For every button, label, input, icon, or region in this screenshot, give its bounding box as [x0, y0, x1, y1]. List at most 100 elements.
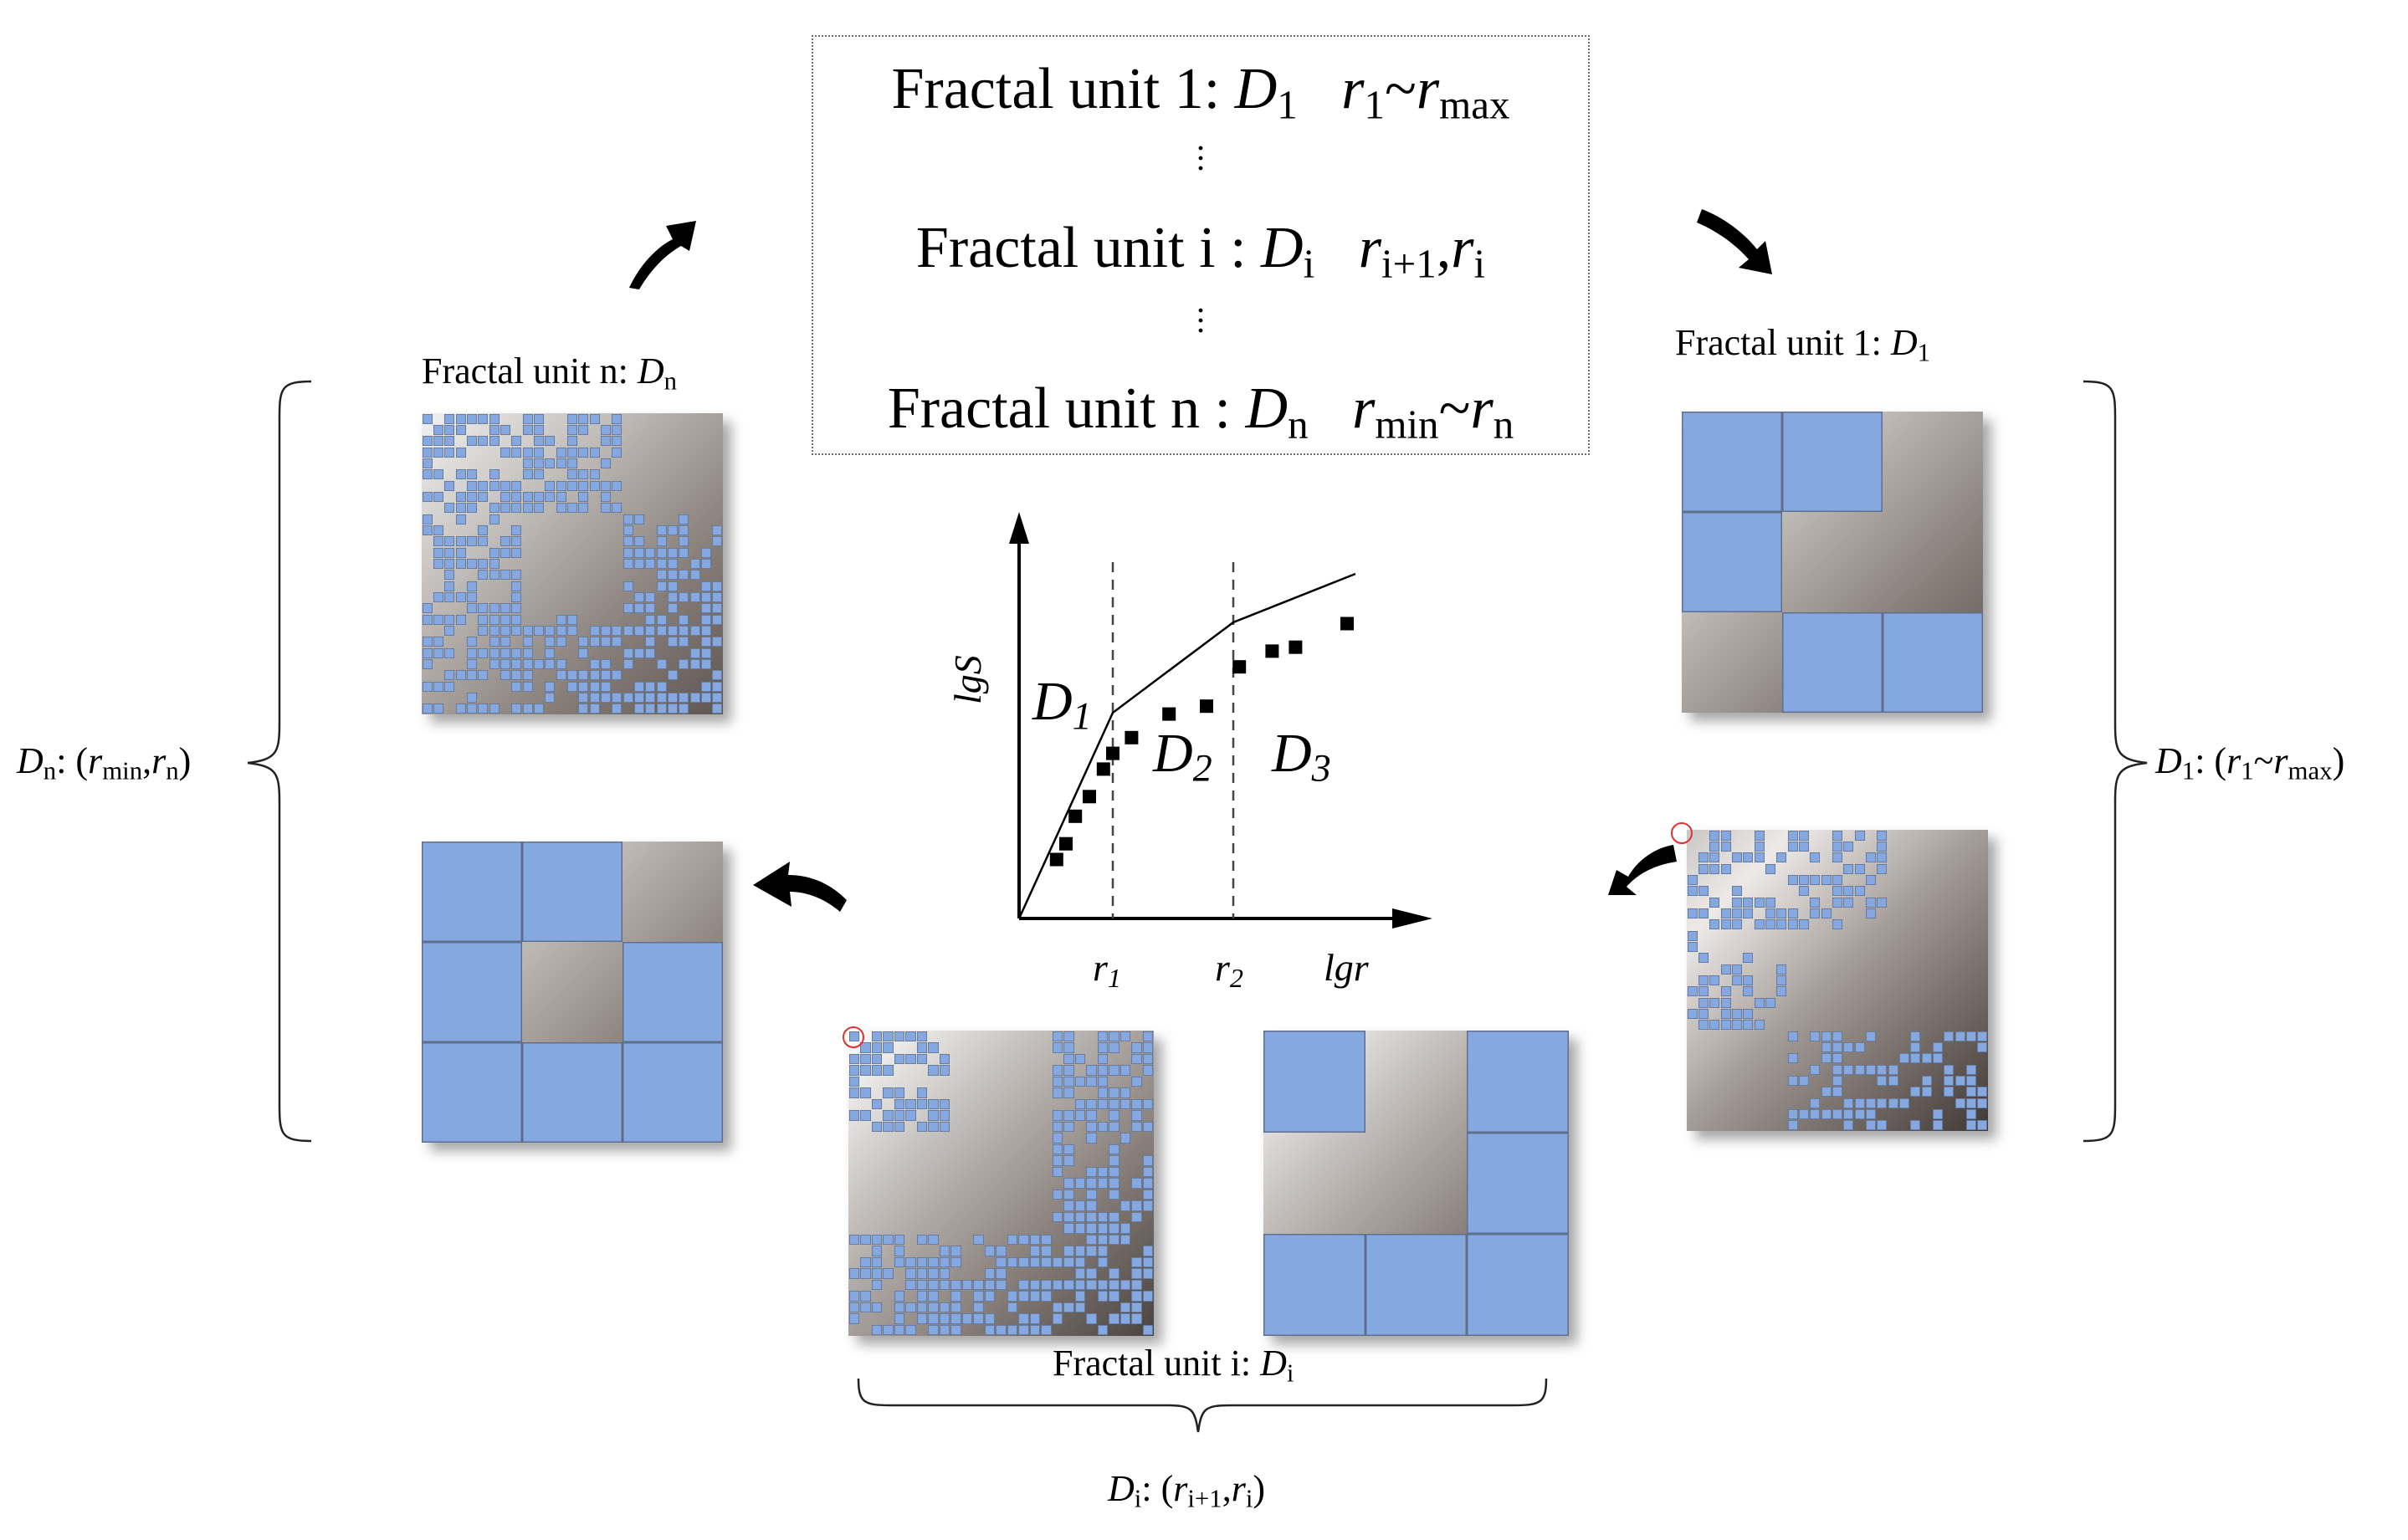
fractal-tile	[871, 1302, 883, 1313]
fractal-tile	[928, 1313, 939, 1324]
fractal-tile	[533, 503, 545, 514]
fractal-tile	[1883, 612, 1983, 713]
fractal-tile	[444, 413, 455, 424]
fractal-tile	[679, 703, 689, 714]
fractal-tile	[455, 703, 466, 714]
fractal-tile	[1944, 1031, 1955, 1041]
fractal-tile	[1131, 1121, 1142, 1133]
fractal-tile	[1131, 1291, 1142, 1302]
fractal-tile	[1821, 1031, 1832, 1041]
fractal-tile	[1832, 841, 1843, 852]
fractal-tile	[1731, 964, 1743, 975]
fractal-tile	[1854, 1097, 1865, 1108]
fractal-tile	[916, 1087, 928, 1098]
fractal-tile	[1832, 919, 1843, 930]
fractal-tile	[939, 1313, 950, 1324]
label-unit-n-prefix: Fractal unit n:	[422, 350, 638, 391]
fractal-tile	[1074, 1211, 1086, 1223]
unit-n-prefix: Fractal unit n :	[887, 376, 1246, 441]
fractal-units-box: Fractal unit 1: D1 r1~rmax ··· Fractal u…	[812, 35, 1590, 455]
fractal-tile	[1787, 1053, 1798, 1064]
fractal-tile	[689, 658, 700, 670]
fractal-tile	[1731, 919, 1743, 930]
fractal-tile	[444, 647, 455, 658]
fractal-tile	[500, 603, 511, 614]
fractal-tile	[1131, 1042, 1142, 1053]
fractal-tile	[566, 413, 578, 424]
data-point	[1106, 746, 1119, 760]
fractal-tile	[522, 670, 533, 681]
fractal-tile	[1843, 1097, 1854, 1108]
fractal-tile	[466, 558, 478, 570]
fractal-tile	[1097, 1223, 1109, 1234]
fractal-tile	[1910, 1053, 1921, 1064]
fractal-tile	[1086, 1065, 1097, 1076]
fractal-tile	[433, 637, 444, 647]
fractal-tile	[444, 614, 455, 625]
fractal-tile	[1743, 897, 1754, 908]
fractal-tile	[1467, 1031, 1569, 1133]
fractal-tile	[1097, 1065, 1109, 1076]
fractal-tile	[444, 591, 455, 603]
fractal-tile	[848, 1031, 860, 1042]
fractal-tile	[589, 681, 600, 692]
fractal-tile	[466, 637, 478, 647]
fractal-tile	[489, 424, 500, 436]
fractal-tile	[622, 692, 633, 703]
bl-mid: : (	[56, 740, 89, 781]
brace-right	[2083, 380, 2148, 1143]
label-unit-i-prefix: Fractal unit i:	[1053, 1343, 1261, 1384]
fractal-tile	[1765, 908, 1776, 919]
fractal-tile	[667, 524, 679, 536]
fractal-tile	[1743, 908, 1754, 919]
fractal-tile	[939, 1065, 950, 1076]
fractal-tile	[1731, 897, 1743, 908]
fractal-tile	[444, 536, 455, 547]
fractal-tile	[489, 570, 500, 581]
fractal-tile	[422, 703, 433, 714]
fractal-tile	[622, 603, 633, 614]
fractal-tile	[1754, 830, 1765, 841]
fractal-tile	[533, 469, 545, 480]
fractal-tile	[871, 1246, 883, 1256]
fractal-tile	[1865, 852, 1877, 863]
fractal-tile	[489, 547, 500, 558]
fractal-tile	[545, 436, 556, 447]
fractal-tile	[1720, 964, 1731, 975]
bb-D: D	[1108, 1468, 1135, 1509]
fractal-tile	[1063, 1031, 1074, 1042]
fractal-tile	[700, 581, 712, 591]
fractal-tile	[1097, 1291, 1109, 1302]
fractal-tile	[1798, 830, 1810, 841]
fractal-tile	[1843, 886, 1854, 897]
fractal-tile	[1052, 1031, 1063, 1042]
fractal-tile	[1682, 512, 1782, 612]
fractal-tile	[1798, 874, 1810, 886]
fractal-tile	[905, 1098, 916, 1110]
fractal-tile	[1810, 1031, 1821, 1041]
fractal-tile	[1063, 1087, 1074, 1098]
fractal-tile	[622, 547, 633, 558]
fractal-tile	[1109, 1065, 1119, 1076]
label-unit-1-prefix: Fractal unit 1:	[1675, 322, 1891, 363]
fractal-tile	[1074, 1246, 1086, 1256]
fractal-tile	[633, 703, 645, 714]
fractal-tile	[566, 458, 578, 469]
fractal-tile	[1698, 953, 1709, 964]
fractal-tile	[1754, 852, 1765, 863]
fractal-tile	[1698, 852, 1709, 863]
br-r1: r	[2226, 740, 2241, 781]
fractal-tile	[1754, 997, 1765, 1008]
fractal-tile	[939, 1256, 950, 1268]
fractal-tile	[984, 1279, 996, 1291]
fractal-tile	[1131, 1211, 1142, 1223]
fractal-tile	[1787, 908, 1798, 919]
fractal-tile	[1007, 1324, 1018, 1336]
arrow-icon	[1697, 209, 1772, 274]
fractal-tile	[1119, 1279, 1131, 1291]
fractal-tile	[433, 547, 444, 558]
fractal-tile	[466, 480, 478, 491]
fractal-tile	[455, 614, 466, 625]
fractal-tile	[883, 1042, 894, 1053]
fractal-tile	[1731, 852, 1743, 863]
